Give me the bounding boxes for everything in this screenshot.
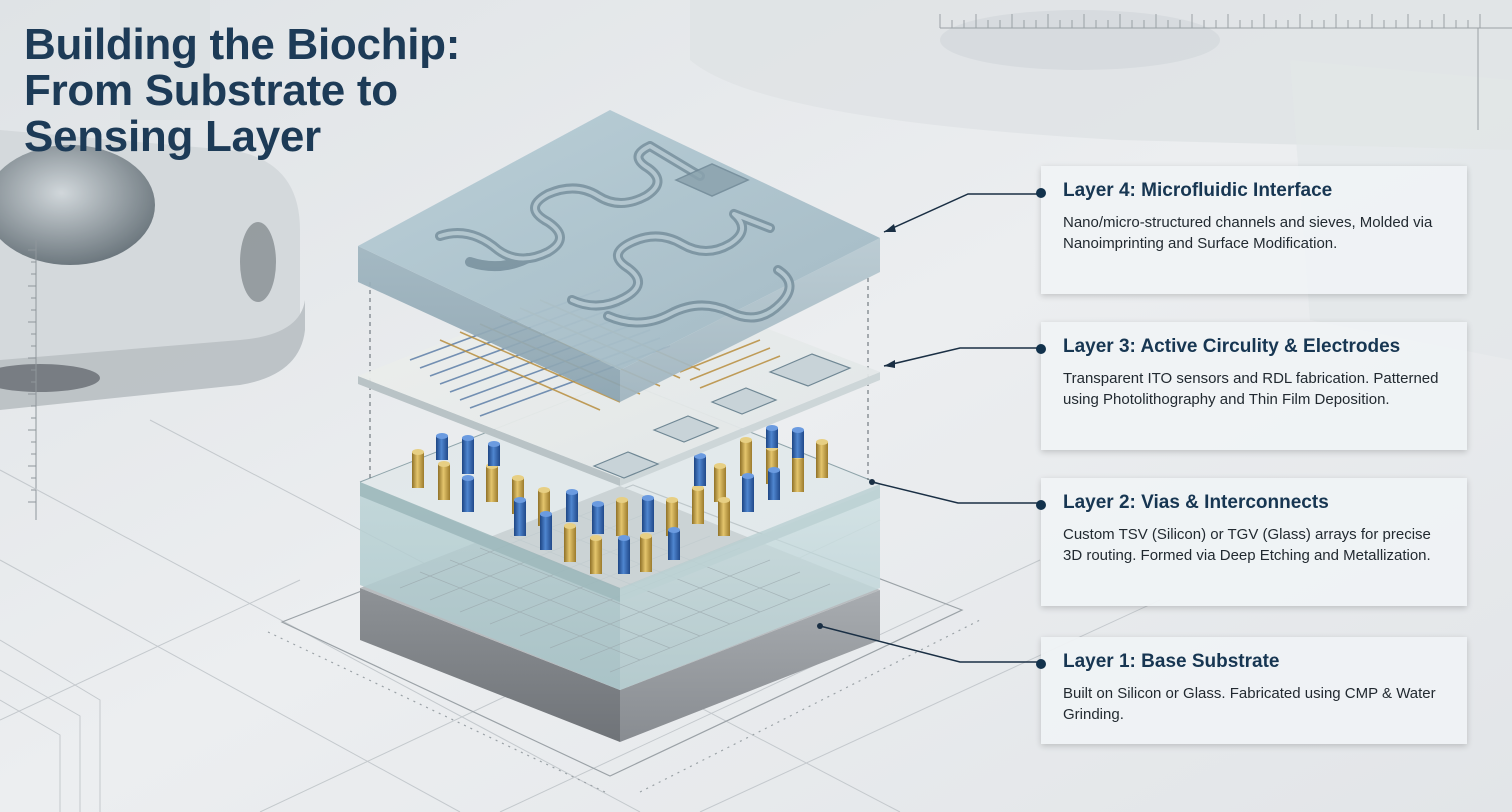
leader-dot bbox=[1036, 659, 1046, 669]
layer-2-callout: Layer 2: Vias & Interconnects Custom TSV… bbox=[1036, 478, 1467, 606]
microfluidic-channels-inner bbox=[438, 144, 792, 325]
title-line-2: From Substrate to bbox=[24, 66, 398, 115]
layer-4-heading: Layer 4: Microfluidic Interface bbox=[1063, 180, 1333, 201]
ruler-marks-left bbox=[28, 240, 37, 520]
ruler-marks-top bbox=[939, 14, 1512, 130]
leader-dot bbox=[1036, 188, 1046, 198]
electrode-pads bbox=[592, 353, 852, 479]
sieve-chamber bbox=[674, 163, 750, 197]
layer-4-microfluidic bbox=[358, 110, 880, 402]
layer-2-description: Custom TSV (Silicon) or TGV (Glass) arra… bbox=[1063, 526, 1431, 564]
layer-1-heading: Layer 1: Base Substrate bbox=[1063, 651, 1280, 672]
layer-4-description: Nano/micro-structured channels and sieve… bbox=[1063, 214, 1433, 252]
layer-3-callout: Layer 3: Active Circulity & Electrodes T… bbox=[1036, 322, 1467, 450]
leader-dot bbox=[1036, 344, 1046, 354]
leader-arrowheads bbox=[817, 224, 896, 629]
page-title: Building the Biochip: From Substrate to … bbox=[24, 22, 584, 160]
leader-lines bbox=[819, 193, 1041, 663]
leader-dot bbox=[1036, 500, 1046, 510]
layer-4-callout: Layer 4: Microfluidic Interface Nano/mic… bbox=[1036, 166, 1467, 294]
layer-1-description: Built on Silicon or Glass. Fabricated us… bbox=[1063, 685, 1436, 723]
title-line-3: Sensing Layer bbox=[24, 112, 321, 161]
layer-2-heading: Layer 2: Vias & Interconnects bbox=[1063, 492, 1329, 513]
via-array bbox=[412, 425, 828, 574]
layer-3-description: Transparent ITO sensors and RDL fabricat… bbox=[1063, 370, 1439, 408]
microscope-backdrop bbox=[0, 0, 305, 410]
layer-3-heading: Layer 3: Active Circulity & Electrodes bbox=[1063, 336, 1401, 357]
title-line-1: Building the Biochip: bbox=[24, 20, 461, 69]
layer-1-callout: Layer 1: Base Substrate Built on Silicon… bbox=[1036, 637, 1467, 744]
